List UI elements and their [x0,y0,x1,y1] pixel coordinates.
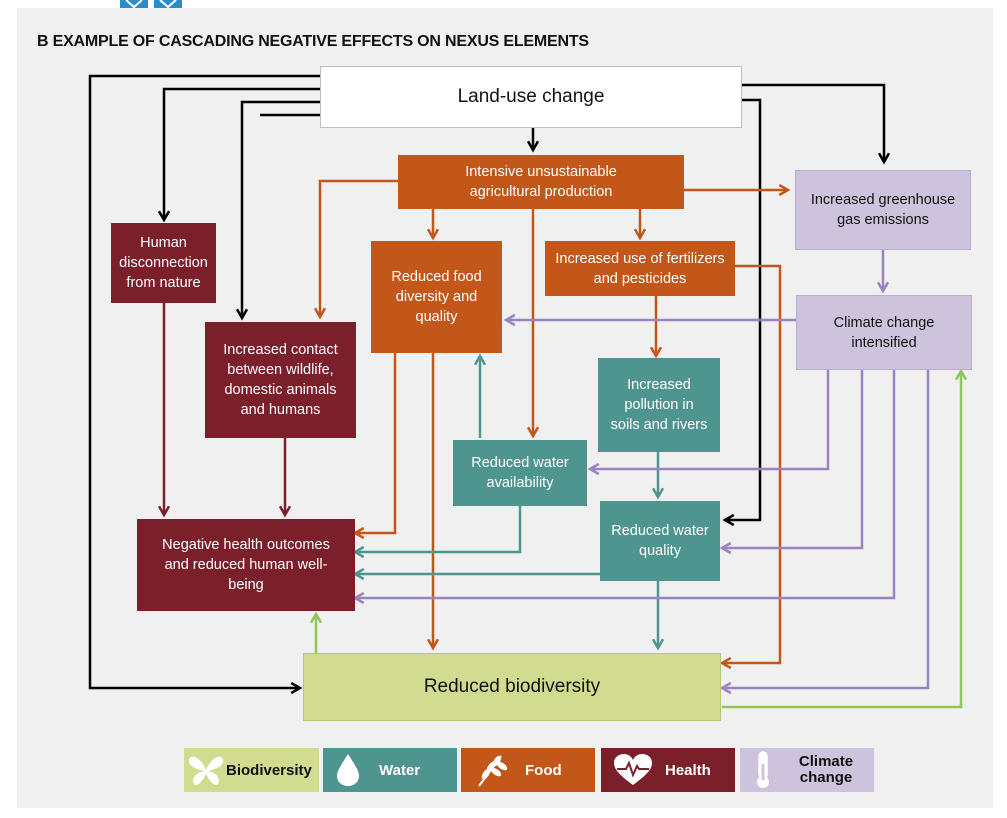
legend-food: Food [461,748,595,792]
thermometer-icon [757,751,769,788]
node-water-quality: Reduced water quality [600,501,720,581]
node-greenhouse-gas: Increased greenhouse gas emissions [795,170,971,250]
legend-water: Water [323,748,457,792]
node-human-disconnection: Human disconnection from nature [111,223,216,303]
node-negative-health: Negative health outcomes and reduced hum… [137,519,355,611]
legend-health: Health [601,748,735,792]
climate-arrows [352,249,930,695]
publisher-logo [120,0,182,9]
node-food-diversity: Reduced food diversity and quality [371,241,502,353]
health-arrows [157,302,292,518]
node-intensive-agriculture: Intensive unsustainable agricultural pro… [398,155,684,209]
wheat-icon [478,755,508,787]
legend-climate-change: Climate change [740,748,874,792]
biodiversity-arrows [309,368,968,709]
butterfly-icon [188,756,224,786]
legend-biodiversity: Biodiversity [184,748,319,792]
node-water-availability: Reduced water availability [453,440,587,506]
node-land-use-change: Land-use change [320,66,742,128]
black-arrows [88,74,891,695]
figure-title: B EXAMPLE OF CASCADING NEGATIVE EFFECTS … [37,33,589,50]
heart-pulse-icon [614,754,652,785]
node-reduced-biodiversity: Reduced biodiversity [303,653,721,721]
water-drop-icon [337,754,359,786]
node-fertilizers-pesticides: Increased use of fertilizers and pestici… [545,241,735,296]
node-pollution: Increased pollution in soils and rivers [598,358,720,452]
node-climate-change: Climate change intensified [796,295,972,370]
water-arrows [352,353,665,651]
node-increased-contact: Increased contact between wildlife, dome… [205,322,356,438]
